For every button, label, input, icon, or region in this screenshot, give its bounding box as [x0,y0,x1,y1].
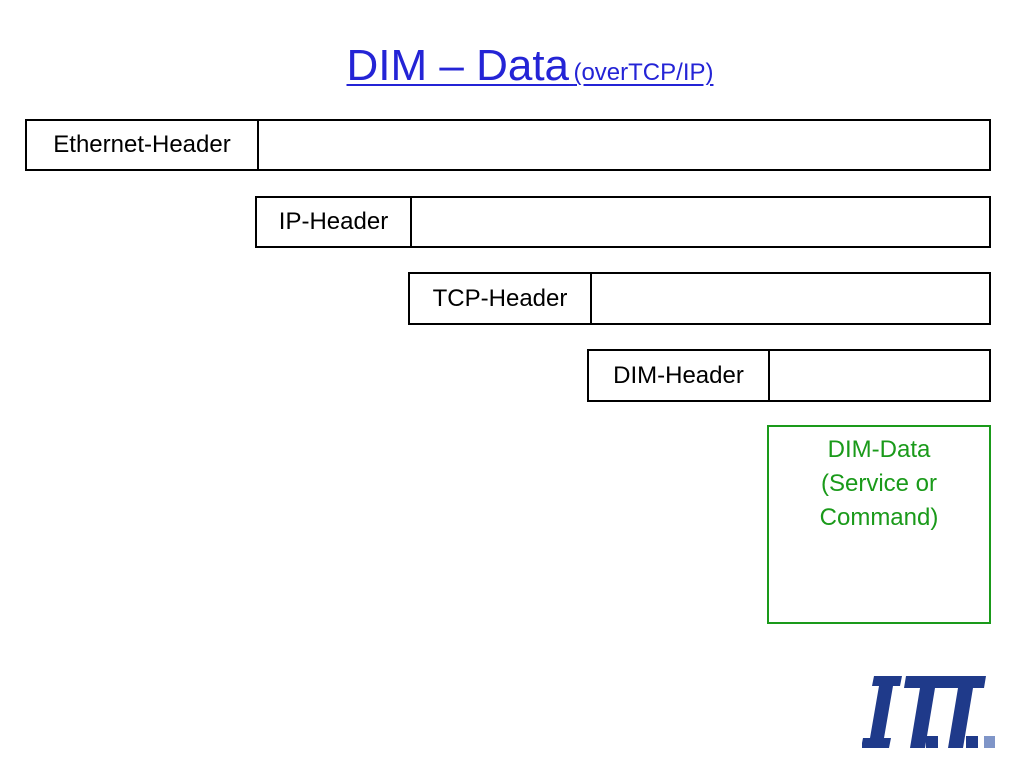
tcp-header-cell: TCP-Header [410,274,592,323]
tcp-header-label: TCP-Header [432,284,568,312]
ethernet-header-label: Ethernet-Header [53,131,231,158]
dim-payload [770,351,989,400]
itt-logo [862,676,995,748]
ethernet-frame: Ethernet-Header [25,119,991,171]
dim-data-line-2: (Service or [820,470,938,497]
dim-frame: DIM-Header [587,349,991,402]
ip-frame: IP-Header [255,196,991,248]
dim-data-line-3: Command) [819,504,939,531]
dim-header-label: DIM-Header [613,361,744,389]
ip-payload [412,198,989,246]
title-main: DIM – Data [346,41,570,90]
ethernet-payload [259,121,989,169]
ethernet-header-cell: Ethernet-Header [27,121,259,169]
ip-header-label: IP-Header [278,208,389,235]
slide-title: DIM – Data (overTCP/IP) [0,44,1024,88]
title-sub: (overTCP/IP) [573,59,714,86]
tcp-payload [592,274,989,323]
dim-data-box: DIM-Data (Service or Command) [767,425,991,624]
dim-header-cell: DIM-Header [589,351,770,400]
tcp-frame: TCP-Header [408,272,991,325]
dim-data-line-1: DIM-Data [827,436,931,463]
ip-header-cell: IP-Header [257,198,412,246]
